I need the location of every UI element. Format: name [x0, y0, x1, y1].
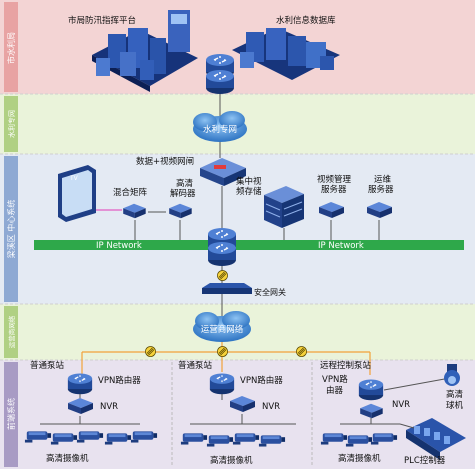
- ptz-camera-label-2: 球机: [446, 400, 464, 411]
- side-strip-private: [4, 96, 18, 152]
- station-1-name: 普通泵站: [30, 360, 65, 371]
- station-1-nvr-label: NVR: [100, 402, 118, 412]
- zone-label-operator: 运营商网络: [7, 315, 16, 348]
- zone-label-private: 水利专网: [7, 110, 16, 138]
- operator-cloud-icon: [193, 311, 251, 342]
- ops-server-label-1: 运维: [374, 174, 392, 185]
- plc-controller-icon: [406, 418, 466, 460]
- side-strip-city: [4, 2, 18, 92]
- station-1-router-icon: [67, 372, 93, 395]
- station-3-name: 远程控制泵站: [320, 360, 372, 371]
- security-gateway-icon: [202, 283, 252, 294]
- zone-label-center: 梁溪区 中心系统: [6, 200, 16, 259]
- plc-controller-label: PLC控制器: [404, 455, 446, 466]
- central-storage-icon: [264, 186, 304, 228]
- side-strip-front: [4, 362, 18, 467]
- lock-icon-2: [145, 346, 156, 357]
- station-3-router-icon: [358, 378, 384, 401]
- hd-decoder-label-1: 高清: [176, 178, 194, 189]
- core-switch-icon: [207, 227, 237, 267]
- zone-label-front: 前端系统: [6, 398, 16, 430]
- lock-icon-4: [296, 346, 307, 357]
- station-2-cams-label: 高清摄像机: [210, 455, 253, 466]
- water-private-cloud-label: 水利专网: [203, 124, 237, 135]
- station-3-nvr-label: NVR: [392, 400, 410, 410]
- station-2-router-icon: [209, 372, 235, 395]
- operator-cloud-label: 运营商网络: [201, 324, 244, 335]
- zone-city-band: [0, 0, 475, 94]
- station-2-nvr-label: NVR: [262, 402, 280, 412]
- station-3-router-label-2: 由器: [326, 385, 344, 396]
- station-2-name: 普通泵站: [178, 360, 213, 371]
- data-video-gateway-icon: [200, 158, 246, 186]
- hd-decoder-label-2: 解码器: [170, 188, 196, 199]
- city-platform-label: 市局防汛指挥平台: [68, 15, 136, 26]
- central-storage-label-1: 集中视: [236, 176, 262, 187]
- ptz-ball-camera-icon: [444, 364, 460, 386]
- security-gateway-label: 安全网关: [254, 287, 286, 297]
- data-video-gateway-label: 数据+视频网闸: [136, 156, 194, 167]
- central-storage-label-2: 频存储: [236, 186, 262, 197]
- lock-icon-1: [217, 270, 228, 281]
- ptz-camera-label-1: 高清: [446, 389, 464, 400]
- tv-wall-icon: TV: [58, 165, 96, 222]
- water-db-icon: [232, 28, 340, 80]
- ip-network-left-label: IP Network: [96, 241, 142, 251]
- station-1-router-label: VPN路由器: [98, 375, 141, 386]
- water-private-cloud-icon: [193, 111, 247, 142]
- video-mgmt-label-2: 服务器: [321, 184, 347, 195]
- city-platform-icon: [92, 10, 198, 92]
- video-mgmt-label-1: 视频管理: [317, 174, 352, 185]
- water-db-label: 水利信息数据库: [276, 15, 336, 26]
- svg-text:TV: TV: [69, 175, 79, 182]
- side-strip-center: [4, 156, 18, 302]
- station-1-cams-label: 高清摄像机: [46, 453, 89, 464]
- mixing-matrix-label: 混合矩阵: [113, 187, 148, 198]
- lock-icon-3: [217, 346, 228, 357]
- station-2-router-label: VPN路由器: [240, 375, 283, 386]
- station-3-cams-label: 高清摄像机: [338, 453, 381, 464]
- side-strip-operator: [4, 306, 18, 358]
- city-core-router-icon: [205, 53, 235, 95]
- ip-network-bar: [34, 240, 464, 250]
- zone-label-city: 市水利局: [6, 32, 16, 64]
- ip-network-right-label: IP Network: [318, 241, 364, 251]
- ops-server-label-2: 服务器: [368, 184, 394, 195]
- station-3-router-label-1: VPN路: [322, 374, 348, 385]
